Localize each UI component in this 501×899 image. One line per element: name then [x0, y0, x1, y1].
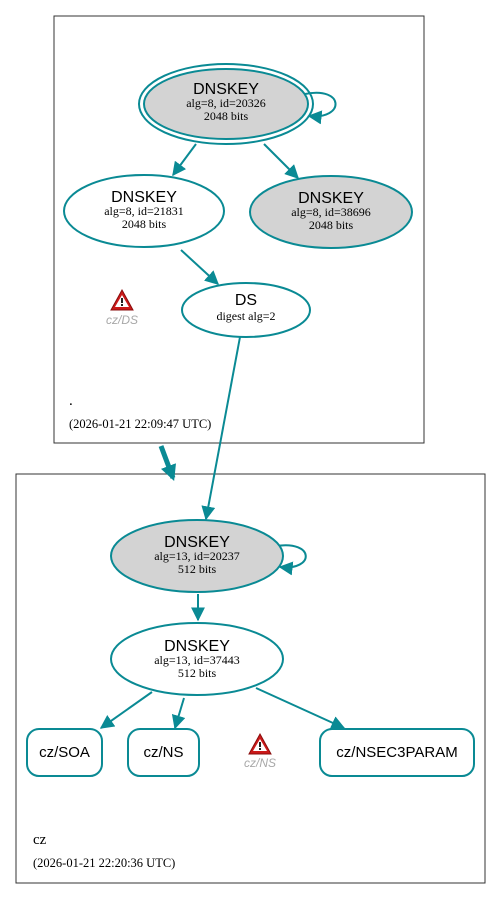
node-cz-soa[interactable]: cz/SOA — [26, 728, 103, 777]
root-zsk-bits: 2048 bits — [122, 217, 167, 231]
node-root-zsk[interactable]: DNSKEY alg=8, id=21831 2048 bits — [63, 174, 225, 248]
cz-ns-label: cz/NS — [143, 744, 183, 761]
node-root-key3[interactable]: DNSKEY alg=8, id=38696 2048 bits — [249, 175, 413, 249]
cz-zsk-alg: alg=13, id=37443 — [154, 653, 240, 667]
cz-ksk-bits: 512 bits — [178, 562, 217, 576]
ds-digest: digest alg=2 — [216, 309, 275, 323]
cz-zone-timestamp: (2026-01-21 22:20:36 UTC) — [33, 856, 175, 870]
edge-cz-ksk-self — [275, 544, 307, 576]
node-cz-ksk[interactable]: DNSKEY alg=13, id=20237 512 bits — [110, 519, 284, 593]
root-zsk-title: DNSKEY — [111, 189, 177, 206]
node-cz-ns[interactable]: cz/NS — [127, 728, 200, 777]
edge-cz-zsk-to-soa — [99, 691, 153, 729]
edge-root-ksk-self — [304, 91, 337, 125]
root-zone-cluster: DNSKEY alg=8, id=20326 2048 bits DNSKEY … — [53, 15, 425, 444]
root-zone-timestamp: (2026-01-21 22:09:47 UTC) — [69, 417, 211, 431]
edge-root-ksk-to-zsk — [172, 143, 197, 177]
cz-zone-label: cz — [33, 832, 47, 848]
root-ksk-alg: alg=8, id=20326 — [186, 96, 266, 110]
node-root-ksk[interactable]: DNSKEY alg=8, id=20326 2048 bits — [138, 63, 314, 145]
edge-root-ksk-to-key3 — [263, 143, 299, 179]
root-zsk-alg: alg=8, id=21831 — [104, 204, 184, 218]
cz-nsec3param-label: cz/NSEC3PARAM — [336, 744, 457, 761]
root-ksk-title: DNSKEY — [193, 81, 259, 98]
root-ksk-bits: 2048 bits — [204, 109, 249, 123]
node-cz-ds[interactable]: DS digest alg=2 — [181, 282, 311, 338]
edge-zone-delegation — [158, 445, 176, 481]
node-cz-nsec3param[interactable]: cz/NSEC3PARAM — [319, 728, 475, 777]
root-zone-label: . — [69, 393, 73, 409]
edge-ds-to-cz-ksk — [201, 336, 241, 521]
root-key3-alg: alg=8, id=38696 — [291, 205, 371, 219]
warning-cz-ds[interactable]: cz/DS — [106, 288, 138, 327]
cz-ksk-alg: alg=13, id=20237 — [154, 549, 240, 563]
cz-soa-label: cz/SOA — [39, 744, 90, 761]
warning-cz-ns-label: cz/NS — [244, 756, 276, 770]
root-key3-bits: 2048 bits — [309, 218, 354, 232]
warning-triangle-icon — [248, 732, 272, 755]
root-key3-title: DNSKEY — [298, 190, 364, 207]
edge-cz-zsk-to-ns — [171, 697, 186, 730]
edge-cz-zsk-to-nsec3param — [255, 687, 346, 730]
warning-cz-ds-label: cz/DS — [106, 313, 138, 327]
cz-ksk-title: DNSKEY — [164, 534, 230, 551]
cz-zsk-title: DNSKEY — [164, 638, 230, 655]
cz-zone-cluster: DNSKEY alg=13, id=20237 512 bits DNSKEY … — [15, 473, 486, 884]
cz-zsk-bits: 512 bits — [178, 666, 217, 680]
node-cz-zsk[interactable]: DNSKEY alg=13, id=37443 512 bits — [110, 622, 284, 696]
warning-cz-ns[interactable]: cz/NS — [244, 732, 276, 770]
warning-triangle-icon — [110, 288, 134, 311]
edge-root-zsk-to-ds — [180, 249, 220, 285]
ds-title: DS — [235, 292, 257, 309]
